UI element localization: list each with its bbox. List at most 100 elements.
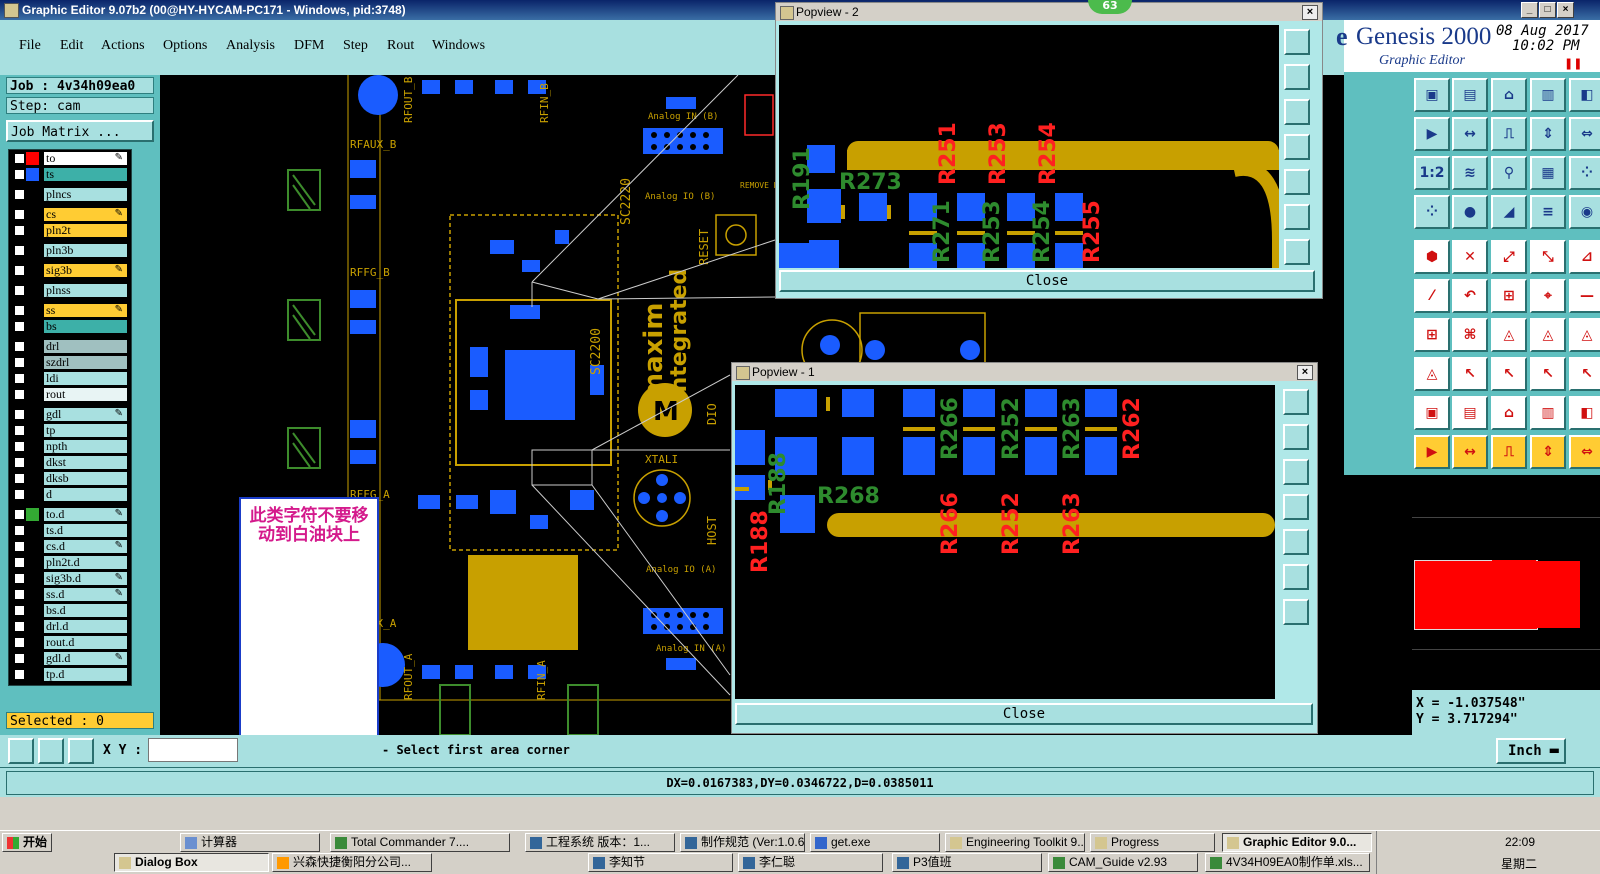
- layer-checkbox[interactable]: [14, 357, 25, 368]
- popview-zoom-out-button[interactable]: [1283, 599, 1309, 625]
- layer-checkbox[interactable]: [14, 321, 25, 332]
- taskbar-item[interactable]: 4V34H09EA0制作单.xls...: [1205, 853, 1370, 872]
- tool-button-8-3[interactable]: ↖: [1491, 357, 1527, 391]
- layer-checkbox[interactable]: [14, 457, 25, 468]
- popview-1-close-icon[interactable]: ×: [1297, 365, 1313, 380]
- taskbar-item[interactable]: Progress: [1090, 833, 1215, 852]
- layer-checkbox[interactable]: [14, 389, 25, 400]
- popview-zoom-in-button[interactable]: [1283, 564, 1309, 590]
- tool-button-4-3[interactable]: ◢: [1491, 195, 1527, 229]
- layer-row-to[interactable]: to✎: [11, 152, 131, 166]
- popview-1-canvas[interactable]: R188 R268 R266 R252 R263 R262 R188 R266 …: [735, 385, 1275, 699]
- tool-button-6-3[interactable]: ⊞: [1491, 279, 1527, 313]
- tool-button-6-5[interactable]: —: [1569, 279, 1600, 313]
- taskbar-item[interactable]: 李知节: [588, 853, 733, 872]
- angle-icon[interactable]: [38, 738, 64, 764]
- layer-name[interactable]: dksb: [44, 472, 127, 485]
- layer-name[interactable]: ss✎: [44, 304, 127, 317]
- tool-button-3-1[interactable]: 1:2: [1414, 156, 1450, 190]
- layer-row-drl[interactable]: drl: [11, 340, 131, 354]
- layer-name[interactable]: npth: [44, 440, 127, 453]
- popview-zoom-in-button[interactable]: [1284, 204, 1310, 230]
- tool-button-4-2[interactable]: ●: [1452, 195, 1488, 229]
- layer-checkbox[interactable]: [14, 621, 25, 632]
- layer-row-ldi[interactable]: ldi: [11, 372, 131, 386]
- popview-pan-right-button[interactable]: [1284, 169, 1310, 195]
- snap-icon[interactable]: [8, 738, 34, 764]
- tool-button-2-3[interactable]: ⎍: [1491, 117, 1527, 151]
- layer-name[interactable]: dkst: [44, 456, 127, 469]
- tool-button-4-5[interactable]: ◉: [1569, 195, 1600, 229]
- tool-button-5-1[interactable]: ⬢: [1414, 240, 1450, 274]
- maximize-button[interactable]: □: [1539, 2, 1556, 18]
- popview-fit-button[interactable]: [1284, 29, 1310, 55]
- xy-input[interactable]: [148, 738, 238, 762]
- layer-row-cs[interactable]: cs✎: [11, 208, 131, 222]
- layer-checkbox[interactable]: [14, 265, 25, 276]
- layer-name[interactable]: bs: [44, 320, 127, 333]
- layer-color-swatch[interactable]: [26, 168, 39, 181]
- tool-button-2-1[interactable]: ▶: [1414, 117, 1450, 151]
- layer-checkbox[interactable]: [14, 189, 25, 200]
- layer-row-cs-d[interactable]: cs.d✎: [11, 540, 131, 554]
- tool-button-8-1[interactable]: ◬: [1414, 357, 1450, 391]
- menu-actions[interactable]: Actions: [101, 38, 145, 53]
- tool-button-2-2[interactable]: ↔: [1452, 117, 1488, 151]
- tool-button-2-4[interactable]: ⇕: [1530, 117, 1566, 151]
- tool-button-7-1[interactable]: ⊞: [1414, 318, 1450, 352]
- layer-name[interactable]: ldi: [44, 372, 127, 385]
- layer-row-ss-d[interactable]: ss.d✎: [11, 588, 131, 602]
- layer-checkbox[interactable]: [14, 169, 25, 180]
- tool-button-1-5[interactable]: ◧: [1569, 78, 1600, 112]
- taskbar-item[interactable]: Total Commander 7....: [330, 833, 510, 852]
- job-matrix-button[interactable]: Job Matrix ...: [6, 120, 154, 142]
- tool-button-3-2[interactable]: ≋: [1452, 156, 1488, 190]
- popview-fit-button[interactable]: [1283, 389, 1309, 415]
- layer-row-pln2t[interactable]: pln2t: [11, 224, 131, 238]
- layer-row-szdrl[interactable]: szdrl: [11, 356, 131, 370]
- menu-dfm[interactable]: DFM: [294, 38, 325, 53]
- start-button[interactable]: 开始: [2, 833, 52, 852]
- menu-step[interactable]: Step: [343, 38, 368, 53]
- layer-color-swatch[interactable]: [26, 508, 39, 521]
- tool-button-6-1[interactable]: ⁄: [1414, 279, 1450, 313]
- layer-checkbox[interactable]: [14, 509, 25, 520]
- layer-row-dksb[interactable]: dksb: [11, 472, 131, 486]
- layer-name[interactable]: tp: [44, 424, 127, 437]
- layer-row-tp-d[interactable]: tp.d: [11, 668, 131, 682]
- layer-row-npth[interactable]: npth: [11, 440, 131, 454]
- tool-button-10-2[interactable]: ↔: [1452, 435, 1488, 469]
- layer-name[interactable]: d: [44, 488, 127, 501]
- layer-row-ss[interactable]: ss✎: [11, 304, 131, 318]
- layer-row-pln2t-d[interactable]: pln2t.d: [11, 556, 131, 570]
- layer-checkbox[interactable]: [14, 669, 25, 680]
- layer-row-plncs[interactable]: plncs: [11, 188, 131, 202]
- layer-row-dkst[interactable]: dkst: [11, 456, 131, 470]
- layer-checkbox[interactable]: [14, 525, 25, 536]
- layer-checkbox[interactable]: [14, 473, 25, 484]
- popview-2-canvas[interactable]: R191 R273 R271 R253 R254 R255 R251 R253 …: [779, 25, 1279, 268]
- layer-row-sig3b[interactable]: sig3b✎: [11, 264, 131, 278]
- taskbar-item[interactable]: 李仁聪: [738, 853, 883, 872]
- layer-name[interactable]: gdl.d✎: [44, 652, 127, 665]
- menu-windows[interactable]: Windows: [432, 38, 486, 53]
- layer-row-bs[interactable]: bs: [11, 320, 131, 334]
- layer-name[interactable]: pln2t: [44, 224, 127, 237]
- close-button[interactable]: ×: [1557, 2, 1574, 18]
- tool-button-1-2[interactable]: ▤: [1452, 78, 1488, 112]
- tool-button-2-5[interactable]: ⇔: [1569, 117, 1600, 151]
- tool-button-1-4[interactable]: ▥: [1530, 78, 1566, 112]
- layer-row-rout[interactable]: rout: [11, 388, 131, 402]
- popview-pan-down-button[interactable]: [1283, 459, 1309, 485]
- tool-button-10-1[interactable]: ▶: [1414, 435, 1450, 469]
- tool-button-1-1[interactable]: ▣: [1414, 78, 1450, 112]
- menu-options[interactable]: Options: [163, 38, 208, 53]
- popview-zoom-out-button[interactable]: [1284, 239, 1310, 265]
- taskbar-item[interactable]: P3值班: [892, 853, 1042, 872]
- tool-button-7-2[interactable]: ⌘: [1452, 318, 1488, 352]
- taskbar-item[interactable]: get.exe: [810, 833, 940, 852]
- popview-pan-left-button[interactable]: [1283, 494, 1309, 520]
- layer-checkbox[interactable]: [14, 153, 25, 164]
- layer-checkbox[interactable]: [14, 441, 25, 452]
- layer-checkbox[interactable]: [14, 589, 25, 600]
